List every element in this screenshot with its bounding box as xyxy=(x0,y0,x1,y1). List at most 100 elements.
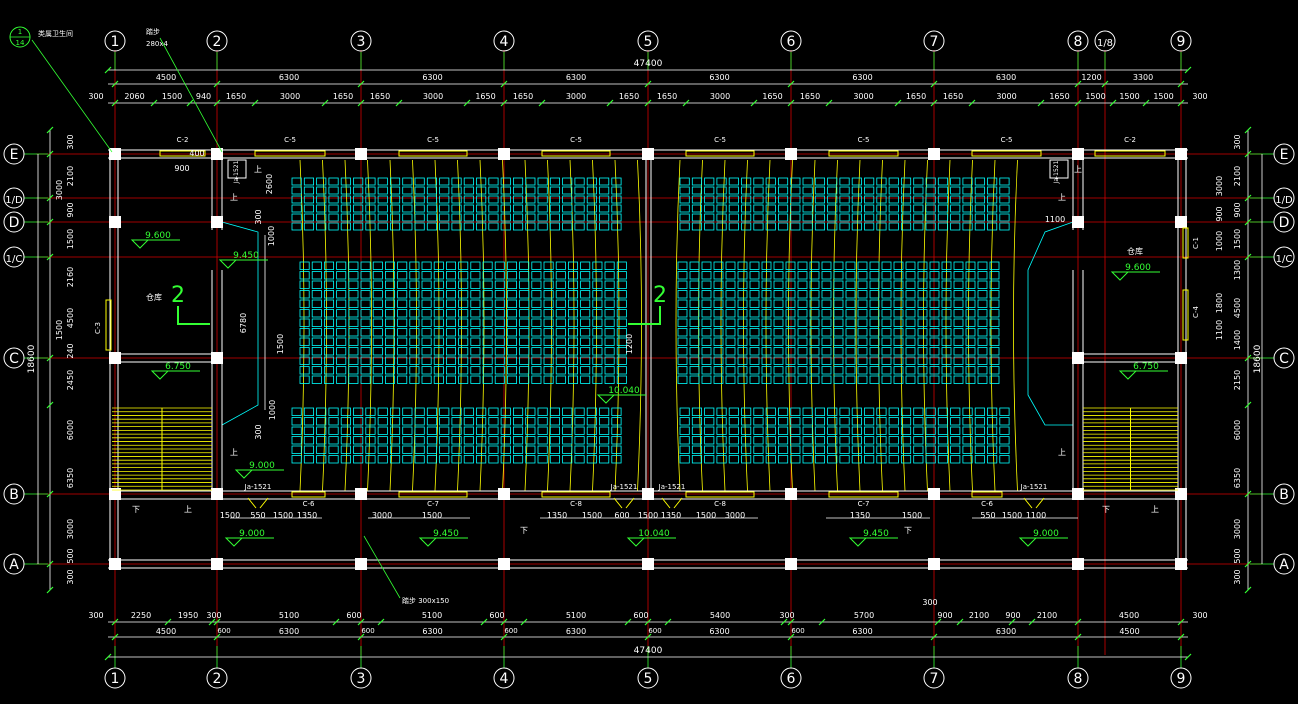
axis-right-D-label: D xyxy=(1279,215,1290,231)
seat xyxy=(586,436,597,445)
axis-bottom-5-label: 5 xyxy=(644,671,653,687)
axis-right-1/D-circle xyxy=(1273,187,1295,209)
dimension-tick xyxy=(1244,194,1252,202)
seat xyxy=(737,271,748,280)
dimension-tick xyxy=(644,99,652,107)
seat xyxy=(725,280,736,289)
seat xyxy=(741,445,752,454)
seat xyxy=(537,213,548,222)
seat xyxy=(421,299,432,308)
seat xyxy=(901,195,912,204)
seat xyxy=(433,337,444,346)
seat xyxy=(691,186,702,195)
aisle-line xyxy=(412,159,417,492)
seat xyxy=(555,261,566,270)
seat xyxy=(488,222,499,231)
seat xyxy=(303,204,314,213)
column xyxy=(211,148,223,160)
seat xyxy=(851,204,862,213)
dimension-tick xyxy=(825,99,833,107)
seat xyxy=(543,337,554,346)
dimension-tick xyxy=(1244,401,1252,409)
aisle-line xyxy=(547,159,552,492)
seat xyxy=(316,426,327,435)
seat xyxy=(580,299,591,308)
column xyxy=(785,148,797,160)
stair-direction-up: 上 xyxy=(1151,505,1159,514)
seat xyxy=(701,328,712,337)
seat xyxy=(965,366,976,375)
seat xyxy=(905,328,916,337)
seat xyxy=(311,290,322,299)
axis-top-8-label: 8 xyxy=(1074,34,1083,50)
seat xyxy=(421,347,432,356)
seat xyxy=(728,407,739,416)
seat xyxy=(531,356,542,365)
axis-top-8-circle xyxy=(1067,30,1089,52)
seat xyxy=(741,436,752,445)
seat xyxy=(458,309,469,318)
seat xyxy=(679,177,690,186)
seat xyxy=(950,436,961,445)
seat xyxy=(989,328,1000,337)
door-swing xyxy=(613,497,635,509)
seat xyxy=(604,299,615,308)
seat xyxy=(761,261,772,270)
seat xyxy=(761,318,772,327)
seat xyxy=(574,186,585,195)
seat xyxy=(753,436,764,445)
seat xyxy=(950,177,961,186)
dimension-tick xyxy=(357,618,365,626)
seat xyxy=(790,436,801,445)
seat xyxy=(965,299,976,308)
seat xyxy=(519,261,530,270)
dim-bay-top: 6300 xyxy=(566,73,586,82)
axis-bottom-7-circle xyxy=(923,667,945,689)
seat xyxy=(749,356,760,365)
seat xyxy=(482,261,493,270)
dim-inner-text: 1350 xyxy=(661,511,681,520)
seat xyxy=(937,436,948,445)
seat xyxy=(881,328,892,337)
dim-sub-bottom: 600 xyxy=(217,627,230,635)
column xyxy=(1072,558,1084,570)
seat xyxy=(851,222,862,231)
dim-bay-top: 6300 xyxy=(996,73,1016,82)
seat xyxy=(937,407,948,416)
seat xyxy=(701,290,712,299)
seat xyxy=(439,186,450,195)
axis-left-1/D-label: 1/D xyxy=(5,195,23,206)
seat xyxy=(574,213,585,222)
door-swing xyxy=(247,497,269,509)
seat xyxy=(348,347,359,356)
seat xyxy=(827,426,838,435)
dim-edge-top-left: 300 xyxy=(88,92,103,101)
seat xyxy=(974,177,985,186)
seat xyxy=(833,366,844,375)
seat xyxy=(953,337,964,346)
seat xyxy=(864,417,875,426)
side-window-label: C-1 xyxy=(1192,237,1200,249)
seat xyxy=(360,356,371,365)
dim-inner-text: 550 xyxy=(980,511,995,520)
seat xyxy=(316,213,327,222)
seat xyxy=(917,261,928,270)
seat xyxy=(311,347,322,356)
seat xyxy=(937,177,948,186)
seat xyxy=(864,455,875,464)
seat xyxy=(611,407,622,416)
seat xyxy=(500,204,511,213)
seat xyxy=(311,271,322,280)
seat xyxy=(519,366,530,375)
column xyxy=(1072,148,1084,160)
seat xyxy=(790,177,801,186)
window-bottom xyxy=(291,491,326,498)
dim-detail-top-text: 940 xyxy=(196,92,211,101)
seat xyxy=(989,261,1000,270)
dim-detail-bottom-text: 900 xyxy=(1005,611,1020,620)
seat xyxy=(857,347,868,356)
dim-detail-bottom-text: 900 xyxy=(937,611,952,620)
seat xyxy=(929,299,940,308)
level-marker-0: 9.600 xyxy=(145,231,171,241)
dim-detail-top-text: 1650 xyxy=(762,92,782,101)
